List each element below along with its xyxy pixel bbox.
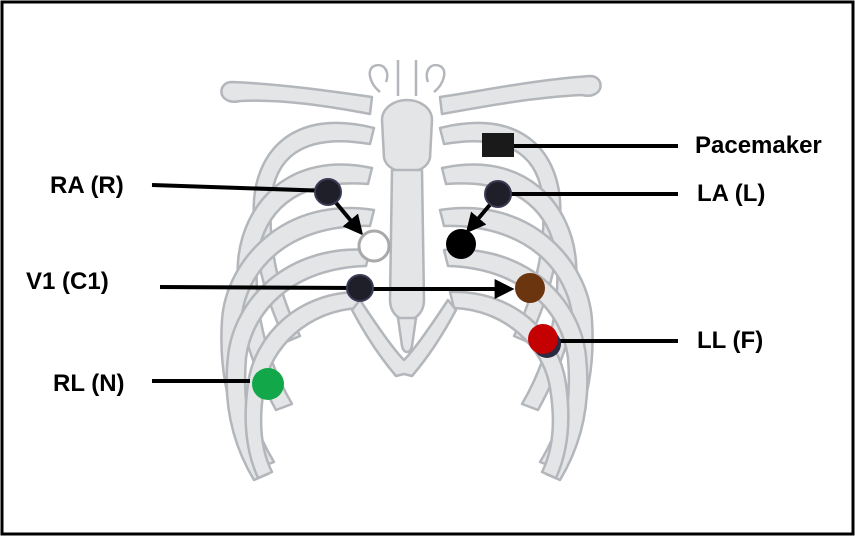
rib-cage-illustration	[221, 60, 600, 480]
ra-electrode-original	[315, 179, 341, 205]
ra-electrode-relocated	[359, 231, 389, 261]
la-electrode-original	[485, 181, 511, 207]
ra-label: RA (R)	[50, 172, 124, 199]
rl-electrode	[252, 368, 284, 400]
ll-label: LL (F)	[697, 327, 763, 354]
rl-label: RL (N)	[53, 370, 125, 397]
v1-electrode-relocated	[515, 273, 545, 303]
v1-leader-line	[160, 287, 358, 288]
v1-electrode-original	[347, 275, 373, 301]
la-label: LA (L)	[697, 180, 765, 207]
ll-electrode	[528, 324, 558, 354]
pacemaker-device-icon	[482, 133, 514, 157]
v1-label: V1 (C1)	[26, 268, 109, 295]
pacemaker-label: Pacemaker	[695, 132, 822, 159]
la-electrode-relocated	[446, 229, 476, 259]
